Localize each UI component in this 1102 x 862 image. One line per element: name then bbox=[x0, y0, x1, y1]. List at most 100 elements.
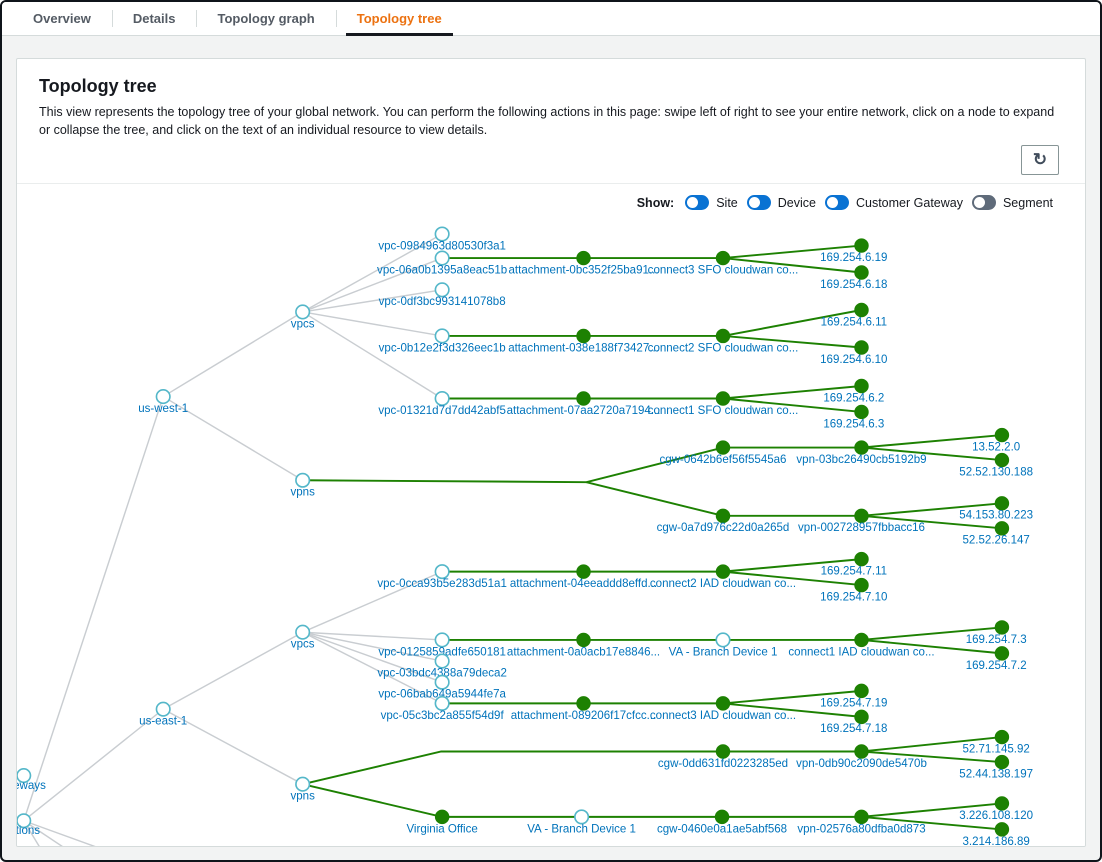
tree-node-us-west-1[interactable] bbox=[155, 389, 171, 405]
tree-label-vpc-0125859adfe650181[interactable]: vpc-0125859adfe650181 bbox=[378, 647, 506, 659]
refresh-button[interactable]: ↻ bbox=[1021, 145, 1059, 176]
tree-label-vpc-0df3bc993141078b8[interactable]: vpc-0df3bc993141078b8 bbox=[379, 296, 506, 308]
tree-label-ip-52-52-130-188[interactable]: 52.52.130.188 bbox=[959, 467, 1033, 479]
tree-node-ip-169-254-6-18[interactable] bbox=[854, 265, 869, 280]
tree-label-vpc-0cca93b5e283d51a1[interactable]: vpc-0cca93b5e283d51a1 bbox=[377, 578, 507, 590]
tree-node-ip-169-254-7-18[interactable] bbox=[854, 709, 869, 725]
tree-node-ip-3-226-108-120[interactable] bbox=[994, 796, 1010, 811]
tree-node-ip-169-254-6-11[interactable] bbox=[854, 303, 869, 318]
tree-node-vpn-02576a80dfba0d873[interactable] bbox=[854, 809, 869, 825]
tree-label-ip-169-254-7-11[interactable]: 169.254.7.11 bbox=[821, 566, 887, 578]
tree-node-vpns-west[interactable] bbox=[295, 472, 311, 489]
tree-node-vpcs-east[interactable] bbox=[295, 624, 311, 641]
tree-label-cgw-0dd631fd0223285ed[interactable]: cgw-0dd631fd0223285ed bbox=[658, 758, 788, 770]
tree-node-ip-54-153-80-223[interactable] bbox=[994, 496, 1010, 511]
tree-node-vpc-06a0b1395a8eac51b[interactable] bbox=[434, 250, 450, 266]
tree-label-attachment-04eeaddd8effd[interactable]: attachment-04eeaddd8effd... bbox=[510, 578, 657, 590]
tree-label-attachment-038e188f73427[interactable]: attachment-038e188f73427... bbox=[508, 343, 659, 355]
toggle-segment[interactable]: Segment bbox=[971, 195, 1053, 211]
tree-label-vpc-0984963d80530f3a1[interactable]: vpc-0984963d80530f3a1 bbox=[378, 241, 506, 253]
tree-node-attachment-04eeaddd8effd[interactable] bbox=[576, 564, 591, 580]
tree-label-va-branch-device-1-a[interactable]: VA - Branch Device 1 bbox=[669, 647, 778, 659]
tab-details[interactable]: Details bbox=[111, 2, 197, 35]
tree-label-ip-13-52-2-0[interactable]: 13.52.2.0 bbox=[972, 442, 1020, 454]
tree-node-connect2-sfo[interactable] bbox=[715, 329, 731, 344]
tree-node-ip-169-254-7-10[interactable] bbox=[854, 578, 869, 593]
tree-node-gateways-clipped[interactable] bbox=[17, 768, 32, 784]
tree-node-ip-169-254-6-10[interactable] bbox=[854, 340, 869, 355]
tree-node-ip-169-254-6-2[interactable] bbox=[854, 379, 869, 394]
tree-label-ip-169-254-7-3[interactable]: 169.254.7.3 bbox=[966, 634, 1027, 646]
tree-label-connect1-sfo[interactable]: connect1 SFO cloudwan co... bbox=[648, 405, 799, 417]
tree-label-us-west-1[interactable]: us-west-1 bbox=[138, 403, 188, 415]
tree-node-va-branch-device-1-b[interactable] bbox=[574, 809, 590, 825]
tree-node-ip-52-52-26-147[interactable] bbox=[994, 521, 1010, 536]
tree-label-ip-52-44-138-197[interactable]: 52.44.138.197 bbox=[959, 769, 1033, 781]
tree-node-cgw-0a7d976c22d0a265d[interactable] bbox=[715, 508, 731, 524]
tree-label-connect3-sfo[interactable]: connect3 SFO cloudwan co... bbox=[648, 265, 799, 277]
tree-label-vpc-0b12e2f3d326eec1b[interactable]: vpc-0b12e2f3d326eec1b bbox=[379, 343, 506, 355]
tree-node-ip-169-254-7-3[interactable] bbox=[994, 620, 1010, 635]
tree-label-cgw-0460e0a1ae5abf568[interactable]: cgw-0460e0a1ae5abf568 bbox=[657, 824, 787, 836]
tree-label-ip-169-254-7-18[interactable]: 169.254.7.18 bbox=[820, 724, 887, 736]
tree-node-vpc-05c3bc2a855f54d9f[interactable] bbox=[434, 696, 450, 712]
tab-topology-tree[interactable]: Topology tree bbox=[335, 2, 463, 36]
tree-node-connect1-iad[interactable] bbox=[854, 632, 869, 648]
tree-node-vpc-0b12e2f3d326eec1b[interactable] bbox=[434, 328, 450, 344]
tree-node-vpc-0125859adfe650181[interactable] bbox=[434, 632, 450, 648]
tree-label-attachment-07aa2720a7194[interactable]: attachment-07aa2720a7194... bbox=[507, 405, 661, 417]
tree-node-attachment-089206f17cfcc[interactable] bbox=[576, 696, 591, 711]
tree-label-attachment-0a0acb17e8846[interactable]: attachment-0a0acb17e8846... bbox=[507, 647, 660, 659]
site-toggle-switch[interactable] bbox=[685, 195, 710, 211]
tree-label-ip-169-254-7-10[interactable]: 169.254.7.10 bbox=[820, 592, 887, 604]
tab-overview[interactable]: Overview bbox=[33, 11, 91, 26]
tree-node-ip-169-254-7-2[interactable] bbox=[994, 646, 1010, 661]
tree-label-vpn-0db90c2090de5470b[interactable]: vpn-0db90c2090de5470b bbox=[796, 758, 927, 770]
tree-node-vpn-002728957fbbacc16[interactable] bbox=[854, 508, 869, 524]
tab-topology-graph[interactable]: Topology graph bbox=[196, 2, 335, 35]
tree-node-va-branch-device-1-a[interactable] bbox=[715, 632, 731, 648]
tree-node-connect1-sfo[interactable] bbox=[715, 391, 731, 406]
tree-node-us-east-1[interactable] bbox=[155, 701, 171, 717]
tree-node-vpc-03bdc4388a79deca2[interactable] bbox=[434, 653, 450, 669]
tree-label-vpcs-west[interactable]: vpcs bbox=[291, 319, 315, 331]
tree-label-ip-52-71-145-92[interactable]: 52.71.145.92 bbox=[962, 744, 1029, 756]
tree-label-ip-169-254-6-18[interactable]: 169.254.6.18 bbox=[820, 279, 887, 291]
tree-node-vpcs-west[interactable] bbox=[295, 304, 311, 320]
tree-label-va-branch-device-1-b[interactable]: VA - Branch Device 1 bbox=[527, 824, 636, 836]
tree-label-vpn-002728957fbbacc16[interactable]: vpn-002728957fbbacc16 bbox=[798, 522, 925, 534]
tree-node-ip-169-254-6-19[interactable] bbox=[854, 238, 869, 254]
tree-label-ip-169-254-6-2[interactable]: 169.254.6.2 bbox=[823, 393, 884, 405]
tree-label-gateways-clipped[interactable]: ateways bbox=[17, 780, 46, 792]
tree-label-cgw-0642b6ef56f5545a6[interactable]: cgw-0642b6ef56f5545a6 bbox=[660, 454, 787, 466]
tree-node-ip-13-52-2-0[interactable] bbox=[994, 428, 1010, 443]
toggle-site[interactable]: Site bbox=[685, 195, 738, 211]
tree-node-attachment-0a0acb17e8846[interactable] bbox=[576, 632, 591, 648]
tree-node-attachment-0bc352f25ba91[interactable] bbox=[576, 251, 591, 266]
tree-label-ip-54-153-80-223[interactable]: 54.153.80.223 bbox=[959, 510, 1033, 522]
tree-node-ip-169-254-7-19[interactable] bbox=[854, 683, 869, 699]
tree-label-vpcs-east[interactable]: vpcs bbox=[291, 639, 315, 651]
segment-toggle-switch[interactable] bbox=[971, 195, 996, 211]
tree-node-ip-52-44-138-197[interactable] bbox=[994, 755, 1010, 770]
tree-label-vpn-02576a80dfba0d873[interactable]: vpn-02576a80dfba0d873 bbox=[797, 824, 925, 836]
tree-label-attachment-0bc352f25ba91[interactable]: attachment-0bc352f25ba91... bbox=[509, 265, 659, 277]
tree-node-connect2-iad[interactable] bbox=[715, 564, 731, 580]
tree-label-vpc-05c3bc2a855f54d9f[interactable]: vpc-05c3bc2a855f54d9f bbox=[381, 710, 505, 722]
tree-node-vpn-03bc26490cb5192b9[interactable] bbox=[854, 440, 869, 456]
tree-label-vpc-06bab649a5944fe7a[interactable]: vpc-06bab649a5944fe7a bbox=[378, 689, 506, 701]
tree-label-connect1-iad[interactable]: connect1 IAD cloudwan co... bbox=[788, 647, 934, 659]
tree-node-attachment-038e188f73427[interactable] bbox=[576, 329, 591, 344]
tree-label-ip-169-254-7-19[interactable]: 169.254.7.19 bbox=[820, 698, 887, 710]
tree-label-ip-3-226-108-120[interactable]: 3.226.108.120 bbox=[959, 810, 1033, 822]
tree-node-connect3-sfo[interactable] bbox=[715, 251, 731, 266]
tree-label-vpn-03bc26490cb5192b9[interactable]: vpn-03bc26490cb5192b9 bbox=[796, 454, 926, 466]
tree-label-connect2-sfo[interactable]: connect2 SFO cloudwan co... bbox=[648, 343, 799, 355]
tree-label-locations-clipped[interactable]: cations bbox=[17, 825, 40, 837]
toggle-customer-gateway[interactable]: Customer Gateway bbox=[824, 195, 963, 211]
tree-label-ip-169-254-6-19[interactable]: 169.254.6.19 bbox=[820, 252, 887, 264]
tree-node-ip-52-71-145-92[interactable] bbox=[994, 730, 1010, 745]
tree-label-connect3-iad[interactable]: connect3 IAD cloudwan co... bbox=[650, 710, 796, 722]
tree-node-cgw-0dd631fd0223285ed[interactable] bbox=[715, 744, 731, 759]
tree-node-vpns-east[interactable] bbox=[295, 776, 311, 792]
